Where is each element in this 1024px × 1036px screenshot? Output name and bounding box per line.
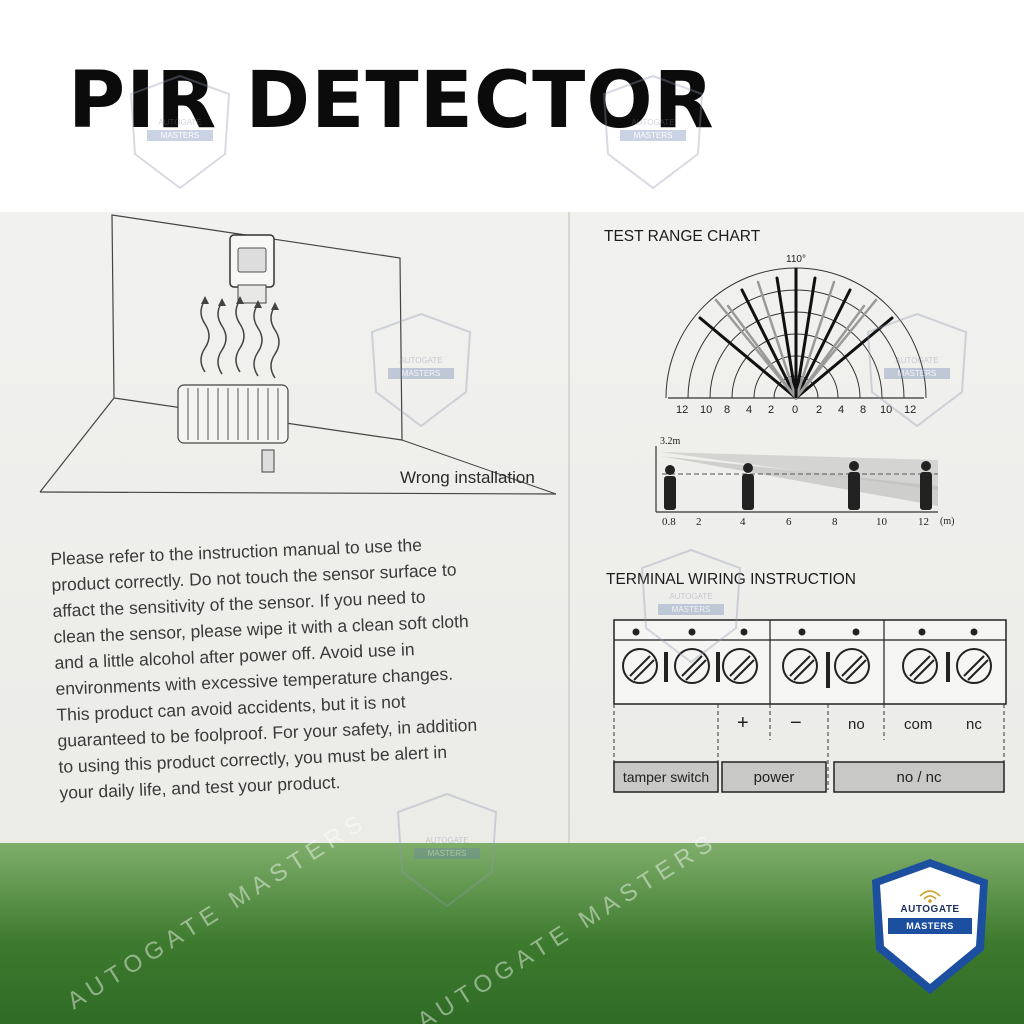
terminal-label-nc: nc: [966, 716, 982, 733]
scale-label: 8: [724, 404, 731, 416]
green-band: [0, 843, 1024, 1024]
distance-unit-label: (m): [940, 516, 955, 527]
terminal-label-plus: +: [737, 712, 749, 734]
terminal-label-no: no: [848, 716, 865, 733]
page-title: PIR DETECTOR: [68, 56, 715, 146]
autogate-masters-logo: AUTOGATE MASTERS: [866, 856, 994, 998]
scale-label: 0: [792, 404, 799, 416]
watermark-brand-bottom: MASTERS: [620, 130, 686, 141]
shield-watermark: AUTOGATE MASTERS: [125, 72, 235, 192]
watermark-brand-bottom: MASTERS: [414, 848, 480, 859]
watermark-brand-top: AUTOGATE: [399, 356, 443, 365]
tamper-switch-label: tamper switch: [622, 769, 710, 785]
angle-label: 110°: [786, 254, 806, 265]
wiring-heading: TERMINAL WIRING INSTRUCTION: [606, 571, 857, 588]
distance-label: 12: [918, 516, 929, 528]
terminal-label-minus: −: [790, 712, 802, 734]
logo-brand-bottom: MASTERS: [888, 918, 972, 934]
shield-watermark: AUTOGATE MASTERS: [598, 72, 708, 192]
shield-watermark: AUTOGATE MASTERS: [392, 790, 502, 910]
scale-label: 12: [904, 404, 917, 416]
watermark-brand-bottom: MASTERS: [147, 130, 213, 141]
watermark-brand-top: AUTOGATE: [669, 592, 713, 601]
distance-label: 8: [832, 516, 838, 528]
watermark-brand-bottom: MASTERS: [388, 368, 454, 379]
height-label: 3.2m: [660, 436, 681, 447]
distance-label: 6: [786, 516, 792, 528]
page-fold: [568, 212, 570, 844]
shield-watermark: AUTOGATE MASTERS: [862, 310, 972, 430]
scale-label: 12: [676, 404, 689, 416]
scale-label: 2: [816, 404, 823, 416]
watermark-brand-bottom: MASTERS: [658, 604, 724, 615]
distance-label: 10: [876, 516, 887, 528]
scale-label: 10: [700, 404, 713, 416]
shield-watermark: AUTOGATE MASTERS: [636, 546, 746, 666]
scale-label: 4: [746, 404, 753, 416]
scale-label: 10: [880, 404, 893, 416]
watermark-brand-top: AUTOGATE: [425, 836, 469, 845]
watermark-brand-top: AUTOGATE: [158, 118, 202, 127]
distance-label: 0.8: [662, 516, 676, 528]
distance-label: 4: [740, 516, 746, 528]
power-label: power: [753, 769, 795, 786]
distance-label: 2: [696, 516, 702, 528]
shield-watermark: AUTOGATE MASTERS: [366, 310, 476, 430]
wrong-installation-caption: Wrong installation: [400, 468, 535, 487]
watermark-brand-top: AUTOGATE: [631, 118, 675, 127]
logo-brand-top: AUTOGATE: [900, 904, 960, 915]
range-chart-heading: TEST RANGE CHART: [604, 228, 761, 245]
watermark-brand-bottom: MASTERS: [884, 368, 950, 379]
no-nc-label: no / nc: [896, 769, 942, 786]
scale-label: 8: [860, 404, 867, 416]
terminal-label-com: com: [904, 716, 933, 733]
watermark-brand-top: AUTOGATE: [895, 356, 939, 365]
scale-label: 4: [838, 404, 845, 416]
scale-label: 2: [768, 404, 775, 416]
